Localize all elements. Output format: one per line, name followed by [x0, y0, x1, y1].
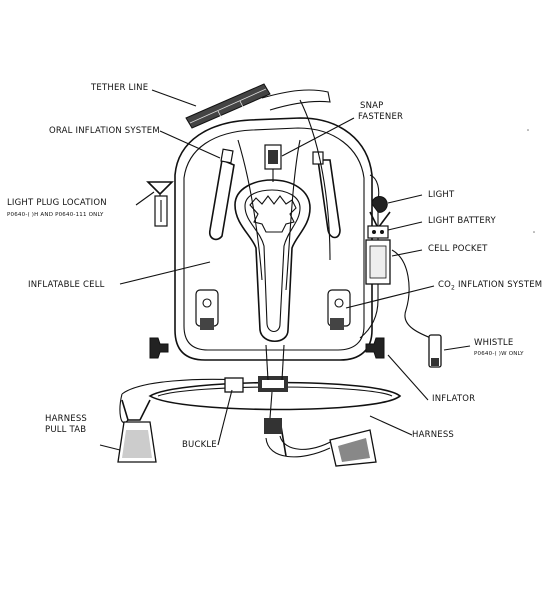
neck-inner — [244, 189, 301, 333]
label-whistle: WHISTLE — [474, 338, 514, 348]
buckle — [224, 376, 288, 393]
co2-right-cartridge — [327, 289, 351, 330]
label-snap: SNAP — [360, 101, 384, 111]
co2-subscript: 2 — [451, 284, 456, 292]
label-oral-inflation-system: ORAL INFLATION SYSTEM — [49, 126, 160, 136]
leader-lines — [99, 89, 471, 451]
leader-snap — [281, 117, 355, 157]
label-fastener: FASTENER — [358, 112, 404, 122]
inflatable-cell-inner — [183, 127, 365, 351]
label-pull-tab: PULL TAB — [45, 425, 87, 435]
leader-tether — [151, 89, 197, 107]
co2-left-cartridge — [195, 289, 219, 330]
leader-light-battery — [387, 221, 423, 231]
light — [369, 196, 391, 230]
label-harness-strap: HARNESS — [412, 430, 455, 440]
tether-line-bar — [185, 83, 271, 129]
line-3 — [299, 99, 331, 261]
label-inflator: INFLATOR — [432, 394, 476, 404]
leader-oral — [159, 130, 221, 159]
cell-pocket — [365, 239, 391, 285]
snap-fastener — [264, 144, 282, 182]
whistle — [428, 334, 442, 368]
inflator-right — [365, 337, 385, 359]
center-strap-3 — [269, 391, 273, 419]
neck-opening — [234, 179, 311, 343]
leader-whistle — [443, 345, 471, 351]
leader-co2 — [345, 285, 435, 309]
label-light-plug-note: P0640-( )H AND P0640-111 ONLY — [7, 212, 104, 218]
inflatable-cell-outline — [174, 117, 373, 361]
leader-cell-pocket — [391, 249, 423, 257]
leader-harness — [369, 415, 413, 436]
top-strap — [261, 89, 331, 111]
leader-inflatable-cell — [119, 261, 211, 285]
leader-inflator — [387, 354, 429, 401]
light-battery — [367, 225, 389, 239]
line-2 — [285, 139, 301, 291]
label-light-plug-location: LIGHT PLUG LOCATION — [7, 198, 107, 208]
harness-lower — [264, 418, 377, 467]
label-whistle-note: P0640-( )W ONLY — [474, 351, 524, 357]
center-strap-2 — [281, 344, 285, 381]
label-cell-pocket: CELL POCKET — [428, 244, 488, 254]
leader-light-plug — [135, 191, 155, 206]
line-1 — [237, 139, 263, 281]
inflator-left — [149, 337, 169, 359]
label-inflatable-cell: INFLATABLE CELL — [28, 280, 105, 290]
label-harness: HARNESS — [45, 414, 88, 424]
neck-collar — [249, 195, 297, 233]
label-light-battery: LIGHT BATTERY — [428, 216, 496, 226]
label-buckle: BUCKLE — [182, 440, 217, 450]
leader-light — [387, 194, 423, 204]
label-light: LIGHT — [428, 190, 455, 200]
center-strap — [265, 344, 269, 381]
oral-inflation-tube — [208, 148, 235, 241]
leader-buckle — [217, 389, 233, 446]
light-plug — [146, 181, 174, 227]
leader-pull-tab — [99, 444, 121, 451]
co2-suffix: INFLATION SYSTEM — [455, 280, 543, 290]
label-co2-inflation-system: CO2 INFLATION SYSTEM — [438, 280, 543, 293]
whistle-lanyard — [391, 249, 437, 341]
co2-prefix: CO — [438, 280, 452, 290]
harness-pull-tab — [117, 399, 157, 463]
label-tether-line: TETHER LINE — [91, 83, 149, 93]
